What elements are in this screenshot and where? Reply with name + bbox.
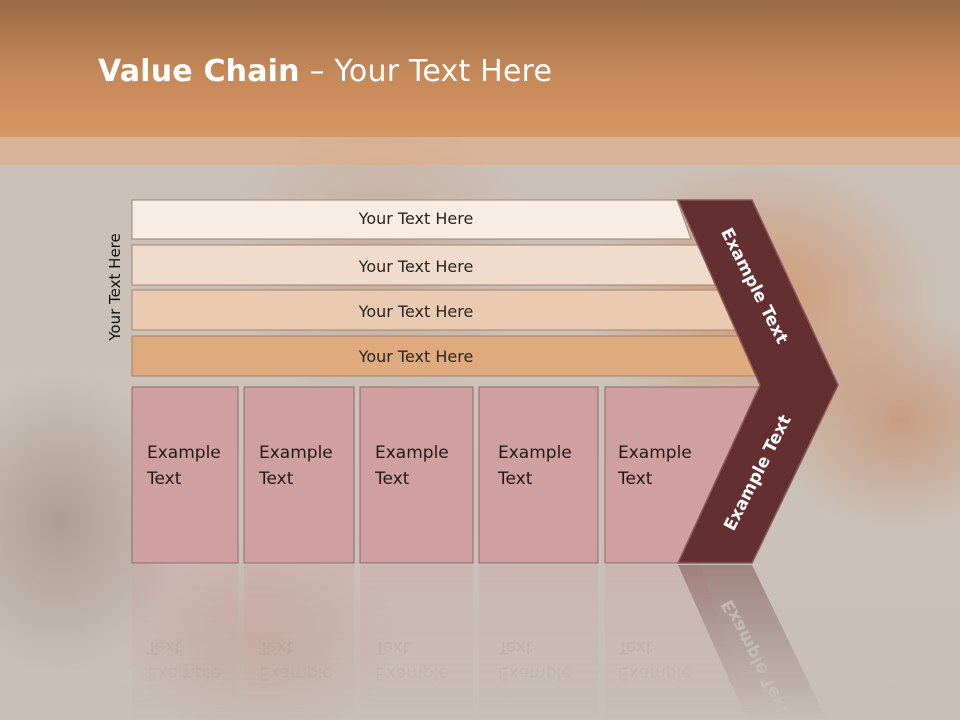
reflection-text: Text [258, 637, 294, 657]
reflection-text: Text [497, 637, 533, 657]
reflection-text: Example [375, 663, 449, 683]
box-row: Example Text Example Text Example Text E… [131, 386, 761, 564]
box-1-line2: Text [146, 469, 182, 489]
box-3[interactable] [359, 386, 474, 564]
title-header [0, 0, 960, 137]
reflection: Example Text Example Text Example Text E… [132, 565, 827, 720]
reflection-box [132, 565, 238, 720]
reflection-box [360, 565, 473, 720]
value-chevron[interactable] [676, 199, 839, 564]
box-4-line2: Text [497, 469, 533, 489]
title-bold: Value Chain [98, 54, 300, 89]
box-2-line2: Text [258, 469, 294, 489]
box-4[interactable] [478, 386, 599, 564]
box-3-line2: Text [374, 469, 410, 489]
reflection-text: Text [617, 637, 653, 657]
reflection-text: Example [259, 663, 333, 683]
box-1-line1: Example [147, 443, 221, 463]
bar-2-label: Your Text Here [358, 257, 474, 276]
box-4-line1: Example [498, 443, 572, 463]
box-3-line1: Example [375, 443, 449, 463]
reflection-box [244, 565, 354, 720]
box-1[interactable] [131, 386, 239, 564]
reflection-box [605, 565, 753, 720]
header-band [0, 137, 960, 165]
box-2[interactable] [243, 386, 355, 564]
reflection-text: Example [498, 663, 572, 683]
reflection-box [479, 565, 598, 720]
box-5-line2: Text [617, 469, 653, 489]
reflection-text: Example [618, 663, 692, 683]
reflection-text: Example [147, 663, 221, 683]
title-rest: – Your Text Here [299, 54, 553, 89]
bar-1-label: Your Text Here [358, 209, 474, 228]
box-5-line1: Example [618, 443, 692, 463]
box-2-line1: Example [259, 443, 333, 463]
bar-stack: Your Text Here Your Text Here Your Text … [131, 199, 763, 377]
reflection-text: Text [374, 637, 410, 657]
bar-3-label: Your Text Here [358, 302, 474, 321]
reflection-chevron [678, 565, 827, 720]
bar-4-label: Your Text Here [358, 347, 474, 366]
bar-1[interactable] [131, 199, 692, 240]
slide-title[interactable]: Value Chain – Your Text Here [98, 54, 552, 89]
reflection-text: Text [146, 637, 182, 657]
